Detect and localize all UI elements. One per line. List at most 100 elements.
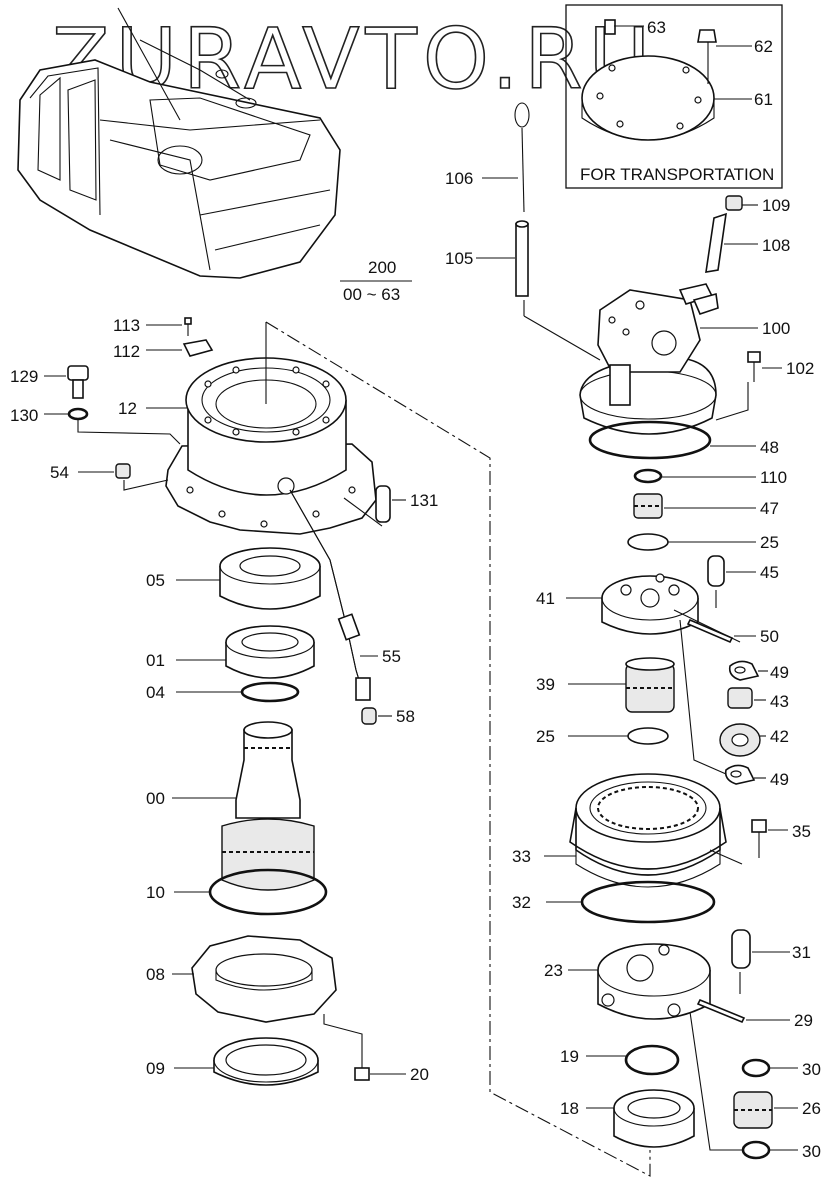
o-ring-32 xyxy=(546,880,716,924)
bearing-18 xyxy=(586,1089,695,1148)
part-label-12: 12 xyxy=(118,399,137,418)
part-label-26: 26 xyxy=(802,1099,821,1118)
pin-131 xyxy=(343,485,406,527)
o-ring-10 xyxy=(174,868,328,916)
thrust-washer-30-upper xyxy=(741,1058,798,1078)
part-label-33: 33 xyxy=(512,847,531,866)
part-label-30b: 30 xyxy=(802,1142,821,1161)
part-label-108: 108 xyxy=(762,236,790,255)
carrier-41 xyxy=(566,573,741,643)
part-label-48: 48 xyxy=(760,438,779,457)
snap-ring-110 xyxy=(633,468,756,484)
carrier-23 xyxy=(568,943,711,1020)
part-label-102: 102 xyxy=(786,359,814,378)
part-label-129: 129 xyxy=(10,367,38,386)
part-label-00: 00 xyxy=(146,789,165,808)
part-label-62: 62 xyxy=(754,37,773,56)
washer-49-upper xyxy=(728,660,768,681)
part-label-109: 109 xyxy=(762,196,790,215)
part-label-41: 41 xyxy=(536,589,555,608)
part-label-04: 04 xyxy=(146,683,165,702)
thrust-plate-25-upper xyxy=(627,533,756,551)
gear-47 xyxy=(633,493,756,519)
pipe-108 xyxy=(705,212,758,273)
washer-49-lower xyxy=(679,619,766,785)
part-label-10: 10 xyxy=(146,883,165,902)
needle-bearing-43 xyxy=(727,687,766,709)
planet-gear-42 xyxy=(719,723,766,757)
part-label-30a: 30 xyxy=(802,1060,821,1079)
part-label-113: 113 xyxy=(113,316,140,335)
washer-130 xyxy=(44,407,181,445)
part-label-131: 131 xyxy=(410,491,438,510)
part-label-25a: 25 xyxy=(760,533,779,552)
bolt-102 xyxy=(715,351,782,421)
plug-54 xyxy=(78,463,169,491)
bolt-20 xyxy=(354,1048,406,1081)
housing-12 xyxy=(146,322,377,535)
pin-31 xyxy=(731,929,790,994)
sun-gear-39 xyxy=(568,657,675,713)
part-label-23: 23 xyxy=(544,961,563,980)
pin-50 xyxy=(686,618,756,644)
part-label-19: 19 xyxy=(560,1047,579,1066)
bolt-35 xyxy=(751,819,788,858)
part-label-05: 05 xyxy=(146,571,165,590)
hose-55 xyxy=(289,489,378,701)
transportation-inset: FOR TRANSPORTATION xyxy=(565,4,783,189)
assembly-range: 00 ~ 63 xyxy=(343,285,400,304)
planet-gear-26 xyxy=(733,1091,798,1129)
plug-58 xyxy=(361,707,392,725)
thrust-washer-30-lower xyxy=(689,1011,798,1160)
part-label-45: 45 xyxy=(760,563,779,582)
part-label-20: 20 xyxy=(410,1065,429,1084)
part-label-43: 43 xyxy=(770,692,789,711)
swing-motor-100 xyxy=(523,283,758,435)
part-label-01: 01 xyxy=(146,651,165,670)
part-label-47: 47 xyxy=(760,499,779,518)
pin-45 xyxy=(707,555,756,608)
bolt-129 xyxy=(44,365,89,399)
part-label-09: 09 xyxy=(146,1059,165,1078)
part-label-32: 32 xyxy=(512,893,531,912)
pin-29 xyxy=(696,998,790,1024)
thrust-plate-25-lower xyxy=(568,727,669,745)
part-label-105: 105 xyxy=(445,249,473,268)
part-label-50: 50 xyxy=(760,627,779,646)
part-label-55: 55 xyxy=(382,647,401,666)
cap-109 xyxy=(725,195,758,211)
part-label-49b: 49 xyxy=(770,770,789,789)
part-label-112: 112 xyxy=(113,342,140,361)
part-label-100: 100 xyxy=(762,319,790,338)
part-label-63: 63 xyxy=(647,18,666,37)
part-label-61: 61 xyxy=(754,90,773,109)
pinion-shaft-00 xyxy=(172,721,315,891)
part-label-110: 110 xyxy=(760,468,787,487)
part-label-35: 35 xyxy=(792,822,811,841)
part-label-49a: 49 xyxy=(770,663,789,682)
part-label-42: 42 xyxy=(770,727,789,746)
o-ring-48 xyxy=(588,420,756,460)
part-label-130: 130 xyxy=(10,406,38,425)
screw-113 xyxy=(146,317,192,336)
part-label-18: 18 xyxy=(560,1099,579,1118)
transportation-caption: FOR TRANSPORTATION xyxy=(580,165,774,184)
snap-ring-19 xyxy=(586,1044,680,1076)
part-label-31: 31 xyxy=(792,943,811,962)
assembly-center-line xyxy=(265,321,651,1177)
part-label-106: 106 xyxy=(445,169,473,188)
part-label-54: 54 xyxy=(50,463,69,482)
part-label-58: 58 xyxy=(396,707,415,726)
seal-ring-01 xyxy=(176,625,315,679)
bearing-05 xyxy=(176,547,321,610)
excavator-overview-illustration xyxy=(17,7,341,279)
o-ring-04 xyxy=(176,681,300,703)
part-label-29: 29 xyxy=(794,1011,813,1030)
part-label-08: 08 xyxy=(146,965,165,984)
part-label-25b: 25 xyxy=(536,727,555,746)
assembly-number: 200 xyxy=(368,258,396,277)
plate-112 xyxy=(146,339,214,357)
guide-pipe-105 xyxy=(476,220,529,297)
part-label-39: 39 xyxy=(536,675,555,694)
